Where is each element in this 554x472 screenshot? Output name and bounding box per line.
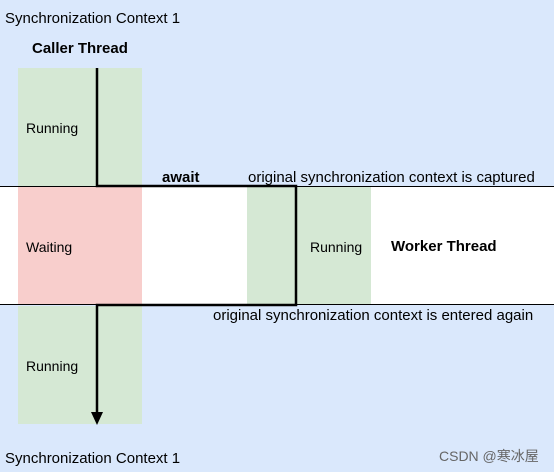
worker-thread-label: Worker Thread [391, 238, 497, 255]
entered-note: original synchronization context is ente… [213, 307, 534, 324]
running-label-worker: Running [310, 239, 363, 255]
bottom-context-label: Synchronization Context 1 [5, 450, 181, 467]
captured-note: original synchronization context is capt… [248, 169, 535, 186]
caller-thread-label: Caller Thread [32, 40, 128, 57]
arrow-head [91, 412, 103, 425]
await-label: await [162, 169, 200, 186]
execution-path [95, 68, 298, 416]
running-block-bottom [18, 306, 142, 424]
running-label-bottom: Running [26, 358, 79, 374]
waiting-block [18, 187, 142, 304]
running-block-top [18, 68, 142, 186]
running-block-worker [247, 187, 371, 304]
top-context-label: Synchronization Context 1 [5, 10, 181, 27]
running-label-top: Running [26, 120, 79, 136]
watermark: CSDN @寒冰屋 [439, 448, 539, 464]
waiting-label: Waiting [26, 239, 73, 255]
